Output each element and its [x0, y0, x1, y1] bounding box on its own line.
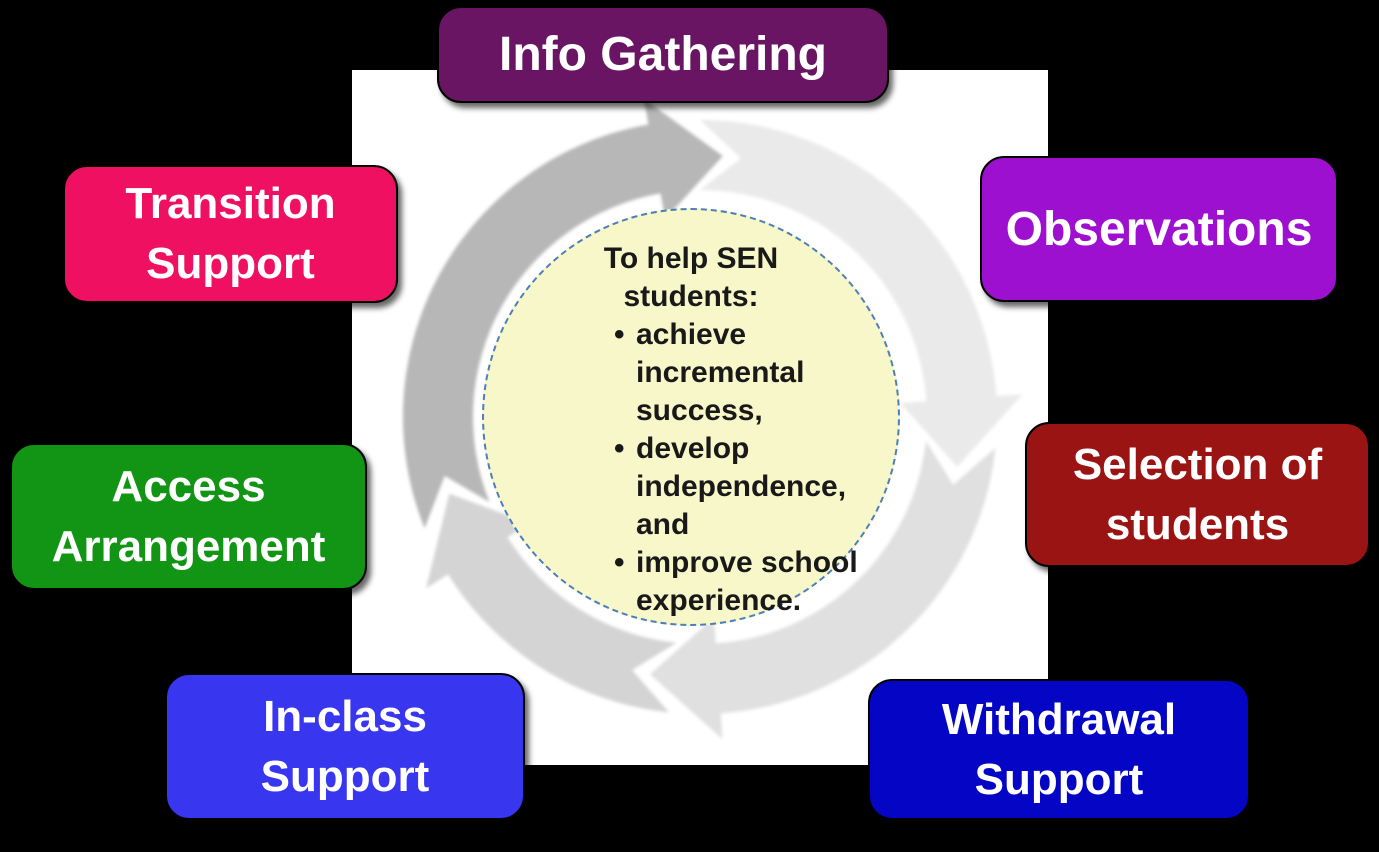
cycle-arrow-segment: [426, 493, 677, 713]
goal-bullet-list: achieve incremental success,develop inde…: [612, 316, 898, 620]
node-access-arrangement: Access Arrangement: [10, 443, 367, 590]
node-withdrawal-support: Withdrawal Support: [868, 679, 1250, 820]
cycle-arrow-segment: [402, 98, 723, 529]
goal-bullet-item: develop independence, and: [612, 430, 886, 544]
goal-bullet-item: achieve incremental success,: [612, 316, 886, 430]
node-observations: Observations: [980, 156, 1338, 302]
node-selection-of-students: Selection of students: [1025, 422, 1370, 567]
node-in-class-support: In-class Support: [165, 673, 525, 820]
node-info-gathering: Info Gathering: [437, 6, 889, 103]
cycle-arrow-segment: [700, 120, 1023, 467]
node-transition-support: Transition Support: [63, 165, 398, 303]
goal-heading: To help SEN students:: [603, 242, 779, 313]
goal-bullet-item: improve school experience.: [612, 544, 886, 620]
cycle-arrow-segment: [650, 440, 996, 740]
goal-circle: To help SEN students: achieve incrementa…: [482, 208, 900, 626]
